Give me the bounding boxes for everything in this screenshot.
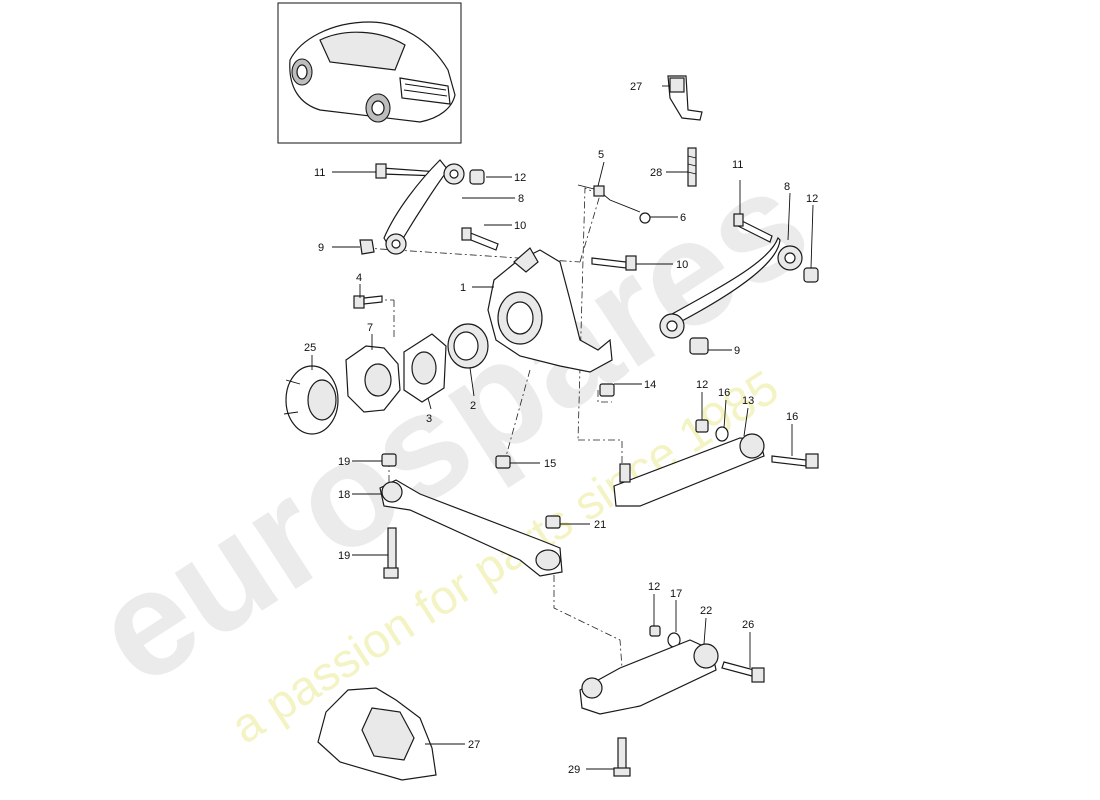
- callout-8-right: 8: [784, 181, 790, 193]
- bracket-part-27: [667, 75, 703, 121]
- wheel-bearing-part-2: [447, 323, 489, 369]
- bolt-part-10: [461, 227, 637, 271]
- callout-5: 5: [598, 149, 604, 161]
- callout-28: 28: [650, 167, 662, 179]
- drive-flange-part-7: [345, 345, 401, 413]
- callout-10-mid: 10: [676, 259, 688, 271]
- nut-part-14: [495, 383, 615, 469]
- callout-9-left: 9: [318, 242, 324, 254]
- lower-link-part-13: [613, 419, 819, 507]
- callout-29: 29: [568, 764, 580, 776]
- lower-arm-part-21: [579, 625, 765, 777]
- callout-1: 1: [460, 282, 466, 294]
- callout-19-left: 19: [338, 456, 350, 468]
- parts: [283, 75, 819, 781]
- callout-8-left: 8: [518, 193, 524, 205]
- callout-12-mid: 12: [696, 379, 708, 391]
- callout-13: 13: [742, 395, 754, 407]
- callout-11-right: 11: [732, 159, 743, 171]
- callout-labels: 27 28 5 6 11 12 8 10 9 10 4 1 7 25 3 2 1…: [304, 81, 818, 776]
- wheel-carrier-part-1: [487, 247, 613, 373]
- car-icon: [289, 21, 456, 123]
- callout-10-top: 10: [514, 220, 526, 232]
- wheel-hub-part-25: [283, 365, 339, 435]
- callout-12-left: 12: [514, 172, 526, 184]
- callout-2: 2: [470, 400, 476, 412]
- cover-plate-part-3: [403, 333, 447, 403]
- bolt-part-4: [353, 295, 383, 309]
- callout-4: 4: [356, 272, 362, 284]
- callout-12-right: 12: [806, 193, 818, 205]
- callout-6: 6: [680, 212, 686, 224]
- callout-7: 7: [367, 322, 373, 334]
- upper-link-part-8-right: [659, 213, 819, 355]
- callout-19-right: 21: [594, 519, 606, 531]
- callout-3: 3: [426, 413, 432, 425]
- callout-11-left: 11: [314, 167, 325, 179]
- leader-lines: [311, 85, 814, 770]
- callout-16-upper: 16: [718, 387, 730, 399]
- vehicle-thumbnail: [277, 2, 462, 144]
- callout-9-right: 9: [734, 345, 740, 357]
- sensor-part-5: [577, 184, 651, 224]
- callout-14-lower: 15: [544, 458, 556, 470]
- callout-25: 25: [304, 342, 316, 354]
- callout-17: 18: [338, 489, 350, 501]
- callout-26: 27: [468, 739, 480, 751]
- callout-16-low: 17: [670, 588, 682, 600]
- callout-18: 19: [338, 550, 350, 562]
- callout-27: 27: [630, 81, 642, 93]
- carrier-bracket-part-26: [317, 687, 437, 781]
- control-arm-part-17: [379, 453, 563, 579]
- callout-14-upper: 14: [644, 379, 656, 391]
- callout-21: 22: [700, 605, 712, 617]
- stud-part-28: [687, 147, 697, 187]
- callout-15: 16: [786, 411, 798, 423]
- watermark: eurospares a passion for parts since 198…: [66, 135, 836, 754]
- callout-12-low: 12: [648, 581, 660, 593]
- upper-link-part-8-left: [359, 159, 485, 255]
- callout-22: 26: [742, 619, 754, 631]
